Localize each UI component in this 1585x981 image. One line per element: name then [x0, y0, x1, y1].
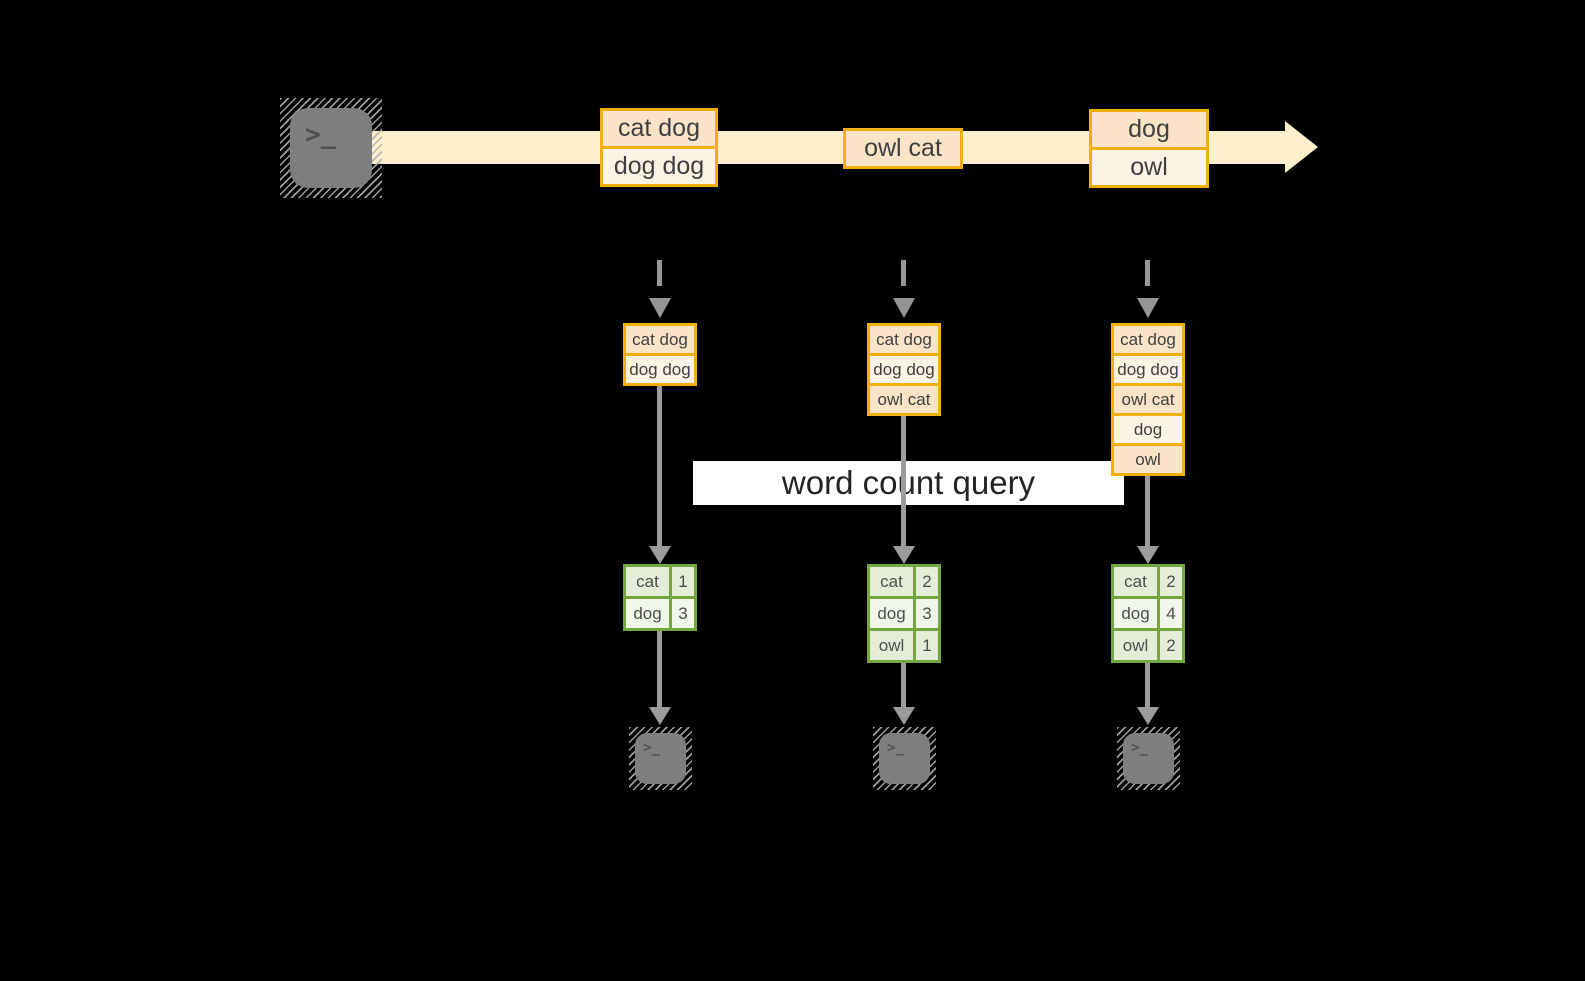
terminal-prompt-icon: >_	[635, 733, 686, 755]
prompt-chevron: >	[643, 740, 652, 756]
prompt-cursor: _	[651, 740, 660, 756]
buffered-record: cat dog	[870, 326, 938, 353]
buffered-record: dog	[1114, 416, 1182, 443]
terminal-screen: >_	[290, 108, 372, 188]
query-arrowhead-icon	[649, 546, 671, 564]
table-count-cell: 1	[916, 631, 938, 660]
buffered-record: owl cat	[870, 386, 938, 413]
table-count-cell: 2	[1160, 567, 1182, 596]
table-word-cell: cat	[1114, 567, 1157, 596]
table-count-cell: 2	[916, 567, 938, 596]
word-count-table-1: cat 1 dog 3	[623, 564, 697, 631]
prompt-chevron: >	[887, 740, 896, 756]
source-terminal-icon: >_	[280, 98, 382, 198]
query-arrowhead-icon	[1137, 546, 1159, 564]
word-count-table-3: cat 2 dog 4 owl 2	[1111, 564, 1185, 663]
prompt-cursor: _	[320, 120, 337, 150]
buffered-record: cat dog	[1114, 326, 1182, 353]
terminal-screen: >_	[1123, 733, 1174, 784]
buffered-record: dog dog	[870, 356, 938, 383]
stream-record: dog dog	[603, 149, 715, 184]
ingest-arrowhead-icon	[893, 298, 915, 318]
table-word-cell: owl	[870, 631, 913, 660]
buffered-records-stack-3: cat dog dog dog owl cat dog owl	[1111, 323, 1185, 476]
ingest-arrow-dash	[657, 260, 662, 286]
terminal-prompt-icon: >_	[1123, 733, 1174, 755]
output-arrowhead-icon	[893, 707, 915, 725]
output-arrow-line	[657, 628, 662, 708]
stream-record: dog	[1092, 112, 1206, 147]
prompt-cursor: _	[895, 740, 904, 756]
word-count-query-banner: word count query	[693, 461, 1124, 505]
word-count-table-2: cat 2 dog 3 owl 1	[867, 564, 941, 663]
query-arrowhead-icon	[893, 546, 915, 564]
table-word-cell: dog	[626, 599, 669, 628]
query-arrow-line	[657, 380, 662, 547]
buffered-record: owl	[1114, 446, 1182, 473]
prompt-chevron: >	[1131, 740, 1140, 756]
table-word-cell: dog	[870, 599, 913, 628]
ingest-arrowhead-icon	[649, 298, 671, 318]
terminal-screen: >_	[635, 733, 686, 784]
table-count-cell: 2	[1160, 631, 1182, 660]
terminal-prompt-icon: >_	[290, 108, 372, 148]
stream-record-batch-2: owl cat	[843, 128, 963, 169]
table-count-cell: 3	[672, 599, 694, 628]
stream-record: owl	[1092, 150, 1206, 185]
table-word-cell: cat	[870, 567, 913, 596]
stream-record-batch-3: dog owl	[1089, 109, 1209, 188]
table-word-cell: dog	[1114, 599, 1157, 628]
ingest-arrow-dash	[901, 260, 906, 286]
buffered-record: dog dog	[1114, 356, 1182, 383]
output-arrowhead-icon	[1137, 707, 1159, 725]
table-count-cell: 3	[916, 599, 938, 628]
terminal-screen: >_	[879, 733, 930, 784]
output-arrowhead-icon	[649, 707, 671, 725]
ingest-arrowhead-icon	[1137, 298, 1159, 318]
stream-record: owl cat	[846, 131, 960, 166]
table-word-cell: owl	[1114, 631, 1157, 660]
table-count-cell: 1	[672, 567, 694, 596]
query-arrow-line	[1145, 470, 1150, 547]
buffered-records-stack-1: cat dog dog dog	[623, 323, 697, 386]
prompt-chevron: >	[305, 120, 321, 150]
table-word-cell: cat	[626, 567, 669, 596]
query-label: word count query	[781, 464, 1036, 501]
buffered-records-stack-2: cat dog dog dog owl cat	[867, 323, 941, 416]
buffered-record: dog dog	[626, 356, 694, 383]
terminal-prompt-icon: >_	[879, 733, 930, 755]
buffered-record: owl cat	[1114, 386, 1182, 413]
stream-arrowhead-icon	[1285, 121, 1318, 173]
ingest-arrow-dash	[1145, 260, 1150, 286]
output-terminal-icon-1: >_	[629, 727, 692, 790]
output-arrow-line	[1145, 660, 1150, 708]
stream-record: cat dog	[603, 111, 715, 146]
stream-record-batch-1: cat dog dog dog	[600, 108, 718, 187]
query-arrow-line	[901, 410, 906, 547]
output-terminal-icon-3: >_	[1117, 727, 1180, 790]
buffered-record: cat dog	[626, 326, 694, 353]
prompt-cursor: _	[1139, 740, 1148, 756]
output-terminal-icon-2: >_	[873, 727, 936, 790]
output-arrow-line	[901, 660, 906, 708]
table-count-cell: 4	[1160, 599, 1182, 628]
